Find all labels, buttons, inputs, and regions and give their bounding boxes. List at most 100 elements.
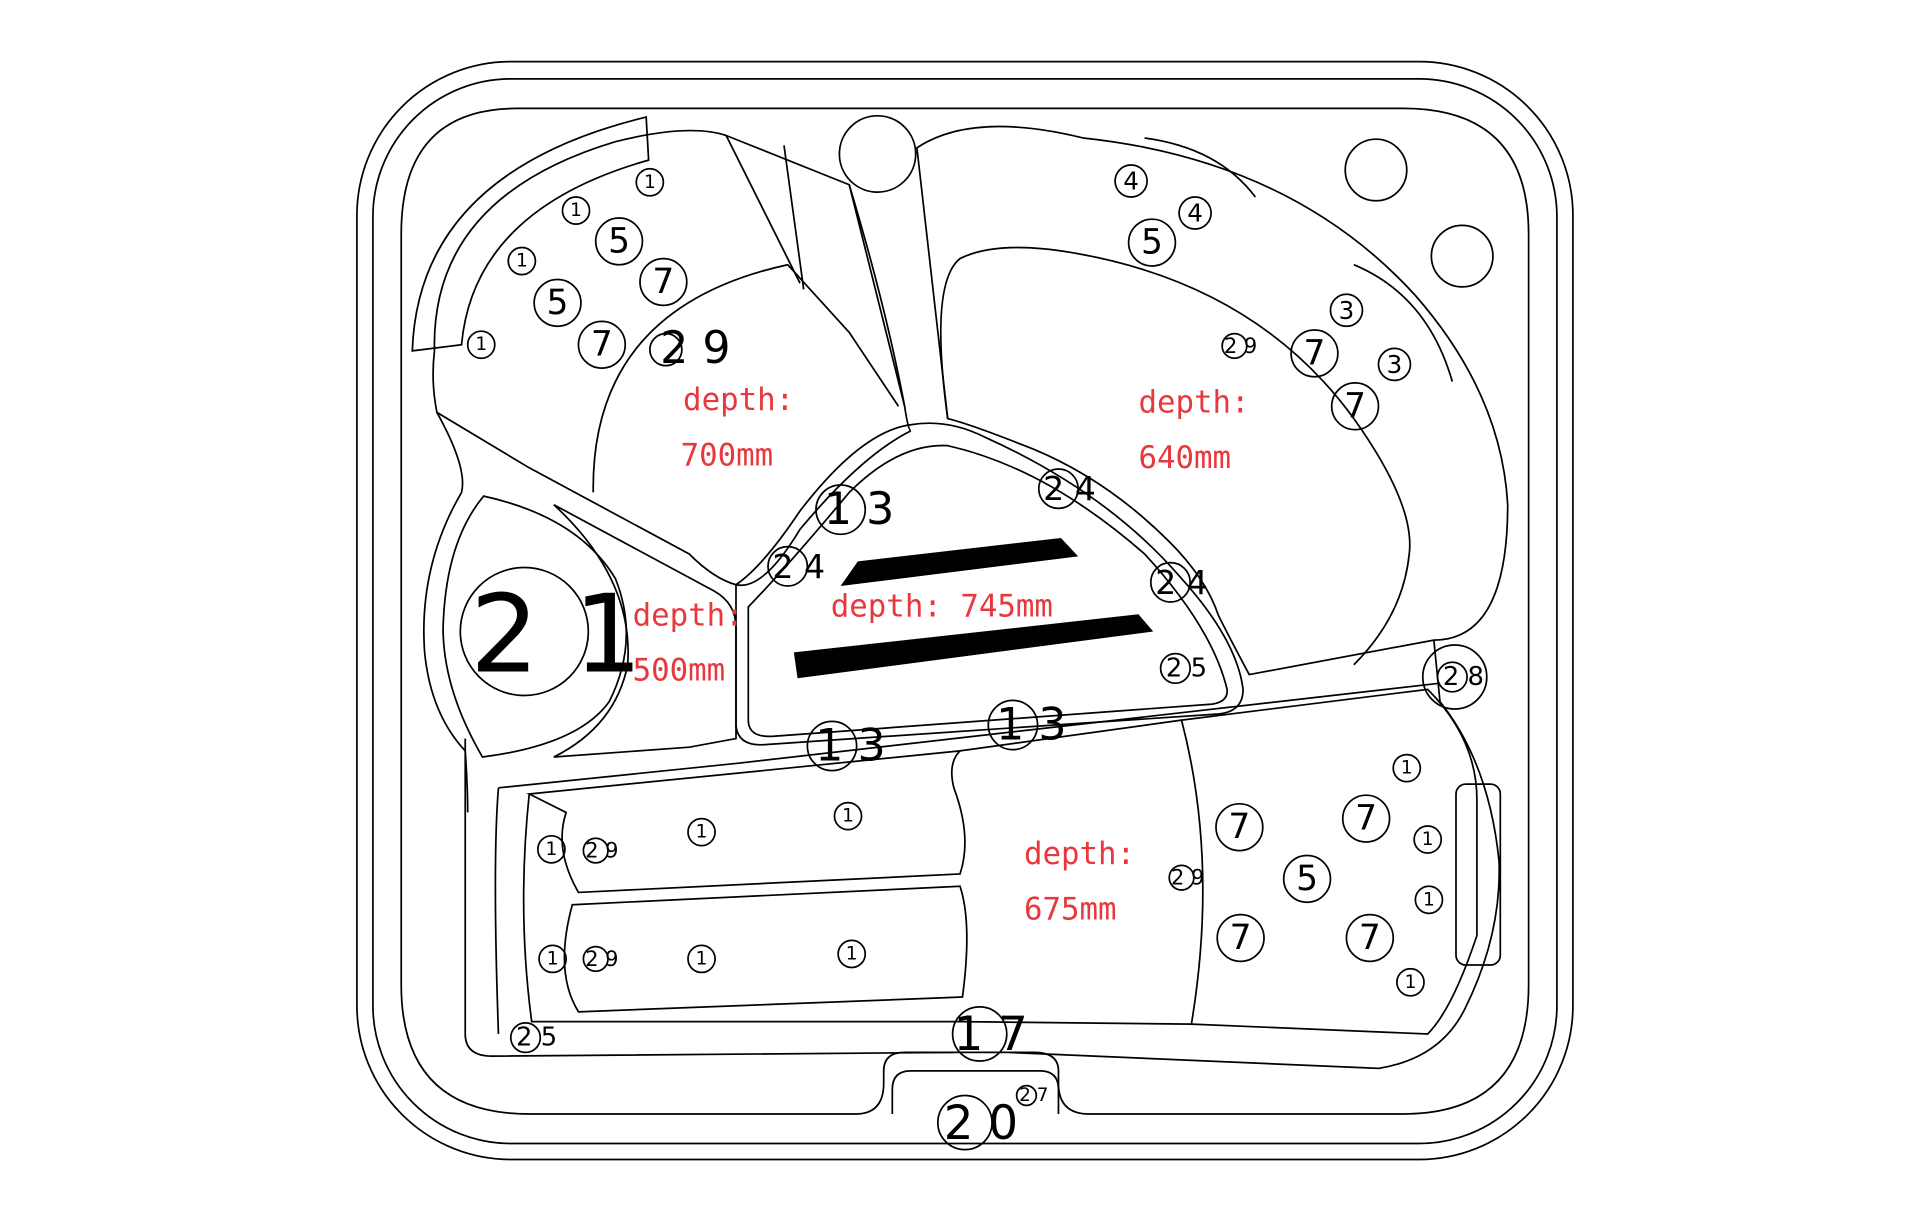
marker-7: 7 — [1341, 794, 1391, 843]
marker-1: 1 — [1396, 967, 1425, 997]
outline-shape — [1221, 332, 1248, 360]
marker-label: 2 9 — [1171, 866, 1204, 890]
marker-1: 1 — [635, 167, 665, 197]
lounge-bottom — [526, 749, 966, 894]
outline-shape — [1377, 347, 1412, 382]
outer-rim — [356, 60, 1574, 1161]
marker-label: 4 — [1123, 167, 1139, 196]
depth-label-675: depth: — [1024, 836, 1135, 872]
marker-29: 2 9 — [1168, 864, 1204, 891]
marker-label: 5 — [547, 283, 569, 323]
marker-label: 1 — [846, 943, 858, 964]
outline-shape — [1414, 885, 1444, 915]
marker-label: 5 — [608, 221, 630, 261]
marker-label: 3 — [1339, 296, 1355, 325]
marker-label: 1 — [644, 172, 656, 193]
inner-well — [400, 107, 1530, 1115]
marker-27: 2 7 — [1015, 1084, 1049, 1107]
outline-shape — [936, 1094, 993, 1151]
marker-label: 1 — [546, 839, 558, 860]
marker-1: 1 — [1413, 825, 1443, 854]
outline-shape — [1413, 825, 1443, 854]
outline-shape — [1282, 854, 1332, 904]
marker-label: 1 3 — [824, 484, 894, 535]
marker-label: 2 4 — [772, 547, 825, 586]
marker-29-large: 2 9 — [648, 323, 731, 374]
outline-shape — [687, 944, 716, 974]
seat-left — [423, 412, 469, 813]
marker-label: 7 — [1359, 918, 1381, 958]
outline-shape — [987, 699, 1039, 751]
outline-shape — [538, 944, 568, 974]
divider-lines — [725, 135, 906, 407]
marker-label: 5 — [1141, 223, 1163, 263]
outline-shape — [561, 196, 591, 225]
depth-label-745: depth: 745mm — [831, 589, 1053, 625]
outline-shape — [582, 945, 609, 973]
marker-25: 2 5 — [1159, 652, 1207, 685]
lounge-bottom-2 — [563, 885, 968, 1013]
marker-label: 7 — [1304, 333, 1326, 373]
outline-shape — [767, 545, 809, 587]
marker-1: 1 — [833, 801, 863, 831]
drain-notch — [891, 1070, 1060, 1114]
marker-29: 2 9 — [582, 945, 618, 973]
marker-7: 7 — [1345, 913, 1395, 963]
marker-1: 1 — [536, 834, 566, 864]
outline-shape — [594, 217, 644, 266]
marker-label: 7 — [591, 325, 613, 365]
second-rim — [372, 78, 1558, 1145]
marker-24: 2 4 — [1037, 468, 1096, 510]
depth-value-700: 700mm — [681, 437, 774, 473]
depth-value-640: 640mm — [1138, 440, 1231, 476]
marker-label: 1 — [1405, 972, 1417, 993]
marker-label: 1 — [696, 948, 708, 969]
marker-4: 4 — [1178, 196, 1212, 230]
outline-shape — [837, 939, 867, 969]
seat-top-left — [432, 129, 912, 587]
outline-shape — [582, 837, 609, 864]
depth-label-700: depth: — [683, 382, 794, 418]
outline-shape — [635, 167, 665, 197]
outline-shape — [533, 278, 582, 328]
marker-24: 2 4 — [1149, 561, 1208, 603]
outline-shape — [687, 817, 716, 847]
marker-label: 1 — [516, 251, 528, 272]
depth-label-640: depth: — [1138, 384, 1249, 420]
depth-labels: depth: 700mm depth: 640mm depth: 745mm d… — [633, 382, 1250, 928]
marker-20: 2 0 — [936, 1094, 1018, 1151]
marker-1: 1 — [837, 939, 867, 969]
marker-label: 1 — [570, 200, 582, 221]
seat-675 — [959, 719, 1204, 1025]
marker-label: 2 0 — [944, 1097, 1018, 1151]
marker-label: 2 9 — [1224, 334, 1257, 358]
depth-value-500: 500mm — [633, 653, 726, 689]
marker-label: 5 — [1296, 859, 1318, 899]
marker-25: 2 5 — [509, 1022, 557, 1054]
seat-left-arm — [553, 503, 737, 758]
marker-label: 3 — [1387, 350, 1403, 379]
outline-shape — [1178, 196, 1212, 230]
marker-7: 7 — [577, 320, 627, 369]
marker-1: 1 — [1392, 753, 1422, 783]
marker-1: 1 — [507, 246, 537, 276]
cup-holder — [838, 114, 917, 193]
marker-group-large: 2 9 2 9 2 9 2 9 2 9 2 4 2 4 2 4 1 3 1 3 … — [459, 323, 1488, 1151]
outline-shape — [1436, 661, 1468, 693]
marker-label: 2 5 — [516, 1023, 557, 1053]
marker-group-1: 1 1 1 1 1 1 1 1 1 1 1 1 1 1 — [466, 167, 1444, 997]
outline-shape — [1290, 329, 1339, 378]
marker-1: 1 — [1414, 885, 1444, 915]
depth-label-500: depth: — [633, 597, 744, 633]
marker-label: 1 7 — [954, 1008, 1028, 1062]
depth-value-675: 675mm — [1024, 892, 1117, 928]
marker-7: 7 — [1216, 913, 1265, 963]
marker-label: 2 8 — [1443, 662, 1484, 692]
marker-label: 1 — [1423, 889, 1435, 910]
marker-21: 2 1 — [459, 566, 642, 697]
headrest-right — [1455, 783, 1502, 966]
footwell-inner — [747, 444, 1228, 738]
seat-700-inner — [592, 263, 900, 493]
outline-shape — [639, 257, 688, 307]
